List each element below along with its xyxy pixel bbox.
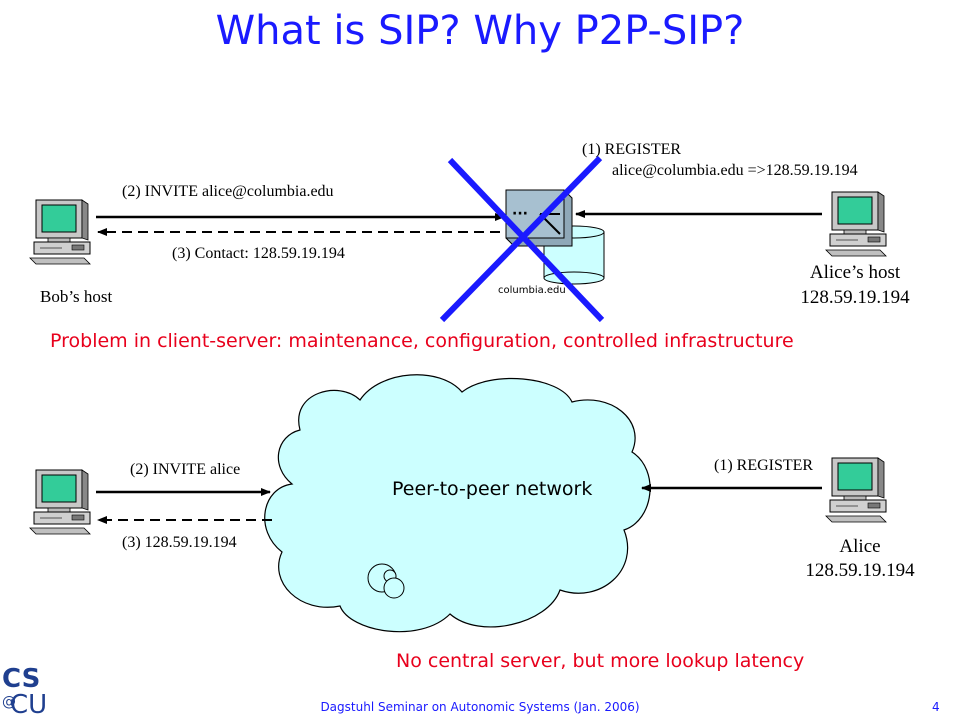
p2p-alice-ip: 128.59.19.194 — [805, 560, 915, 581]
footer-text: Dagstuhl Seminar on Autonomic Systems (J… — [320, 700, 640, 714]
p2p-network-label: Peer-to-peer network — [392, 478, 593, 500]
cross-out-mark — [439, 155, 605, 323]
columbia-cs-logo: CS @ CU — [2, 664, 58, 720]
svg-text:···: ··· — [512, 206, 528, 222]
slide-title: What is SIP? Why P2P-SIP? — [215, 8, 745, 54]
page-number: 4 — [932, 700, 940, 714]
register-label-line1: (1) REGISTER — [582, 141, 682, 158]
invite-label: (2) INVITE alice@columbia.edu — [122, 183, 334, 200]
register-label-line2: alice@columbia.edu =>128.59.19.194 — [612, 162, 858, 179]
bob-computer-icon — [29, 199, 91, 265]
alice-host-ip: 128.59.19.194 — [800, 287, 910, 308]
alice-p2p-computer-icon — [825, 457, 887, 523]
contact-label: (3) Contact: 128.59.19.194 — [172, 245, 345, 262]
server-label: columbia.edu — [498, 285, 566, 296]
p2p-cloud — [264, 374, 651, 633]
p2p-invite-label: (2) INVITE alice — [130, 461, 241, 478]
alice-host-label: Alice’s host — [809, 262, 901, 283]
bob-host-label: Bob’s host — [40, 287, 113, 306]
bob-p2p-computer-icon — [29, 469, 91, 535]
conclusion-text: No central server, but more lookup laten… — [396, 650, 805, 672]
p2p-register-label: (1) REGISTER — [714, 457, 814, 474]
logo-at-text: @ — [2, 694, 16, 710]
alice-computer-icon — [825, 191, 887, 257]
p2p-alice-label: Alice — [839, 536, 881, 557]
logo-cu-text: CU — [10, 690, 48, 720]
problem-text: Problem in client-server: maintenance, c… — [50, 330, 794, 352]
p2p-response-label: (3) 128.59.19.194 — [122, 534, 237, 551]
logo-cs-text: CS — [2, 664, 41, 694]
